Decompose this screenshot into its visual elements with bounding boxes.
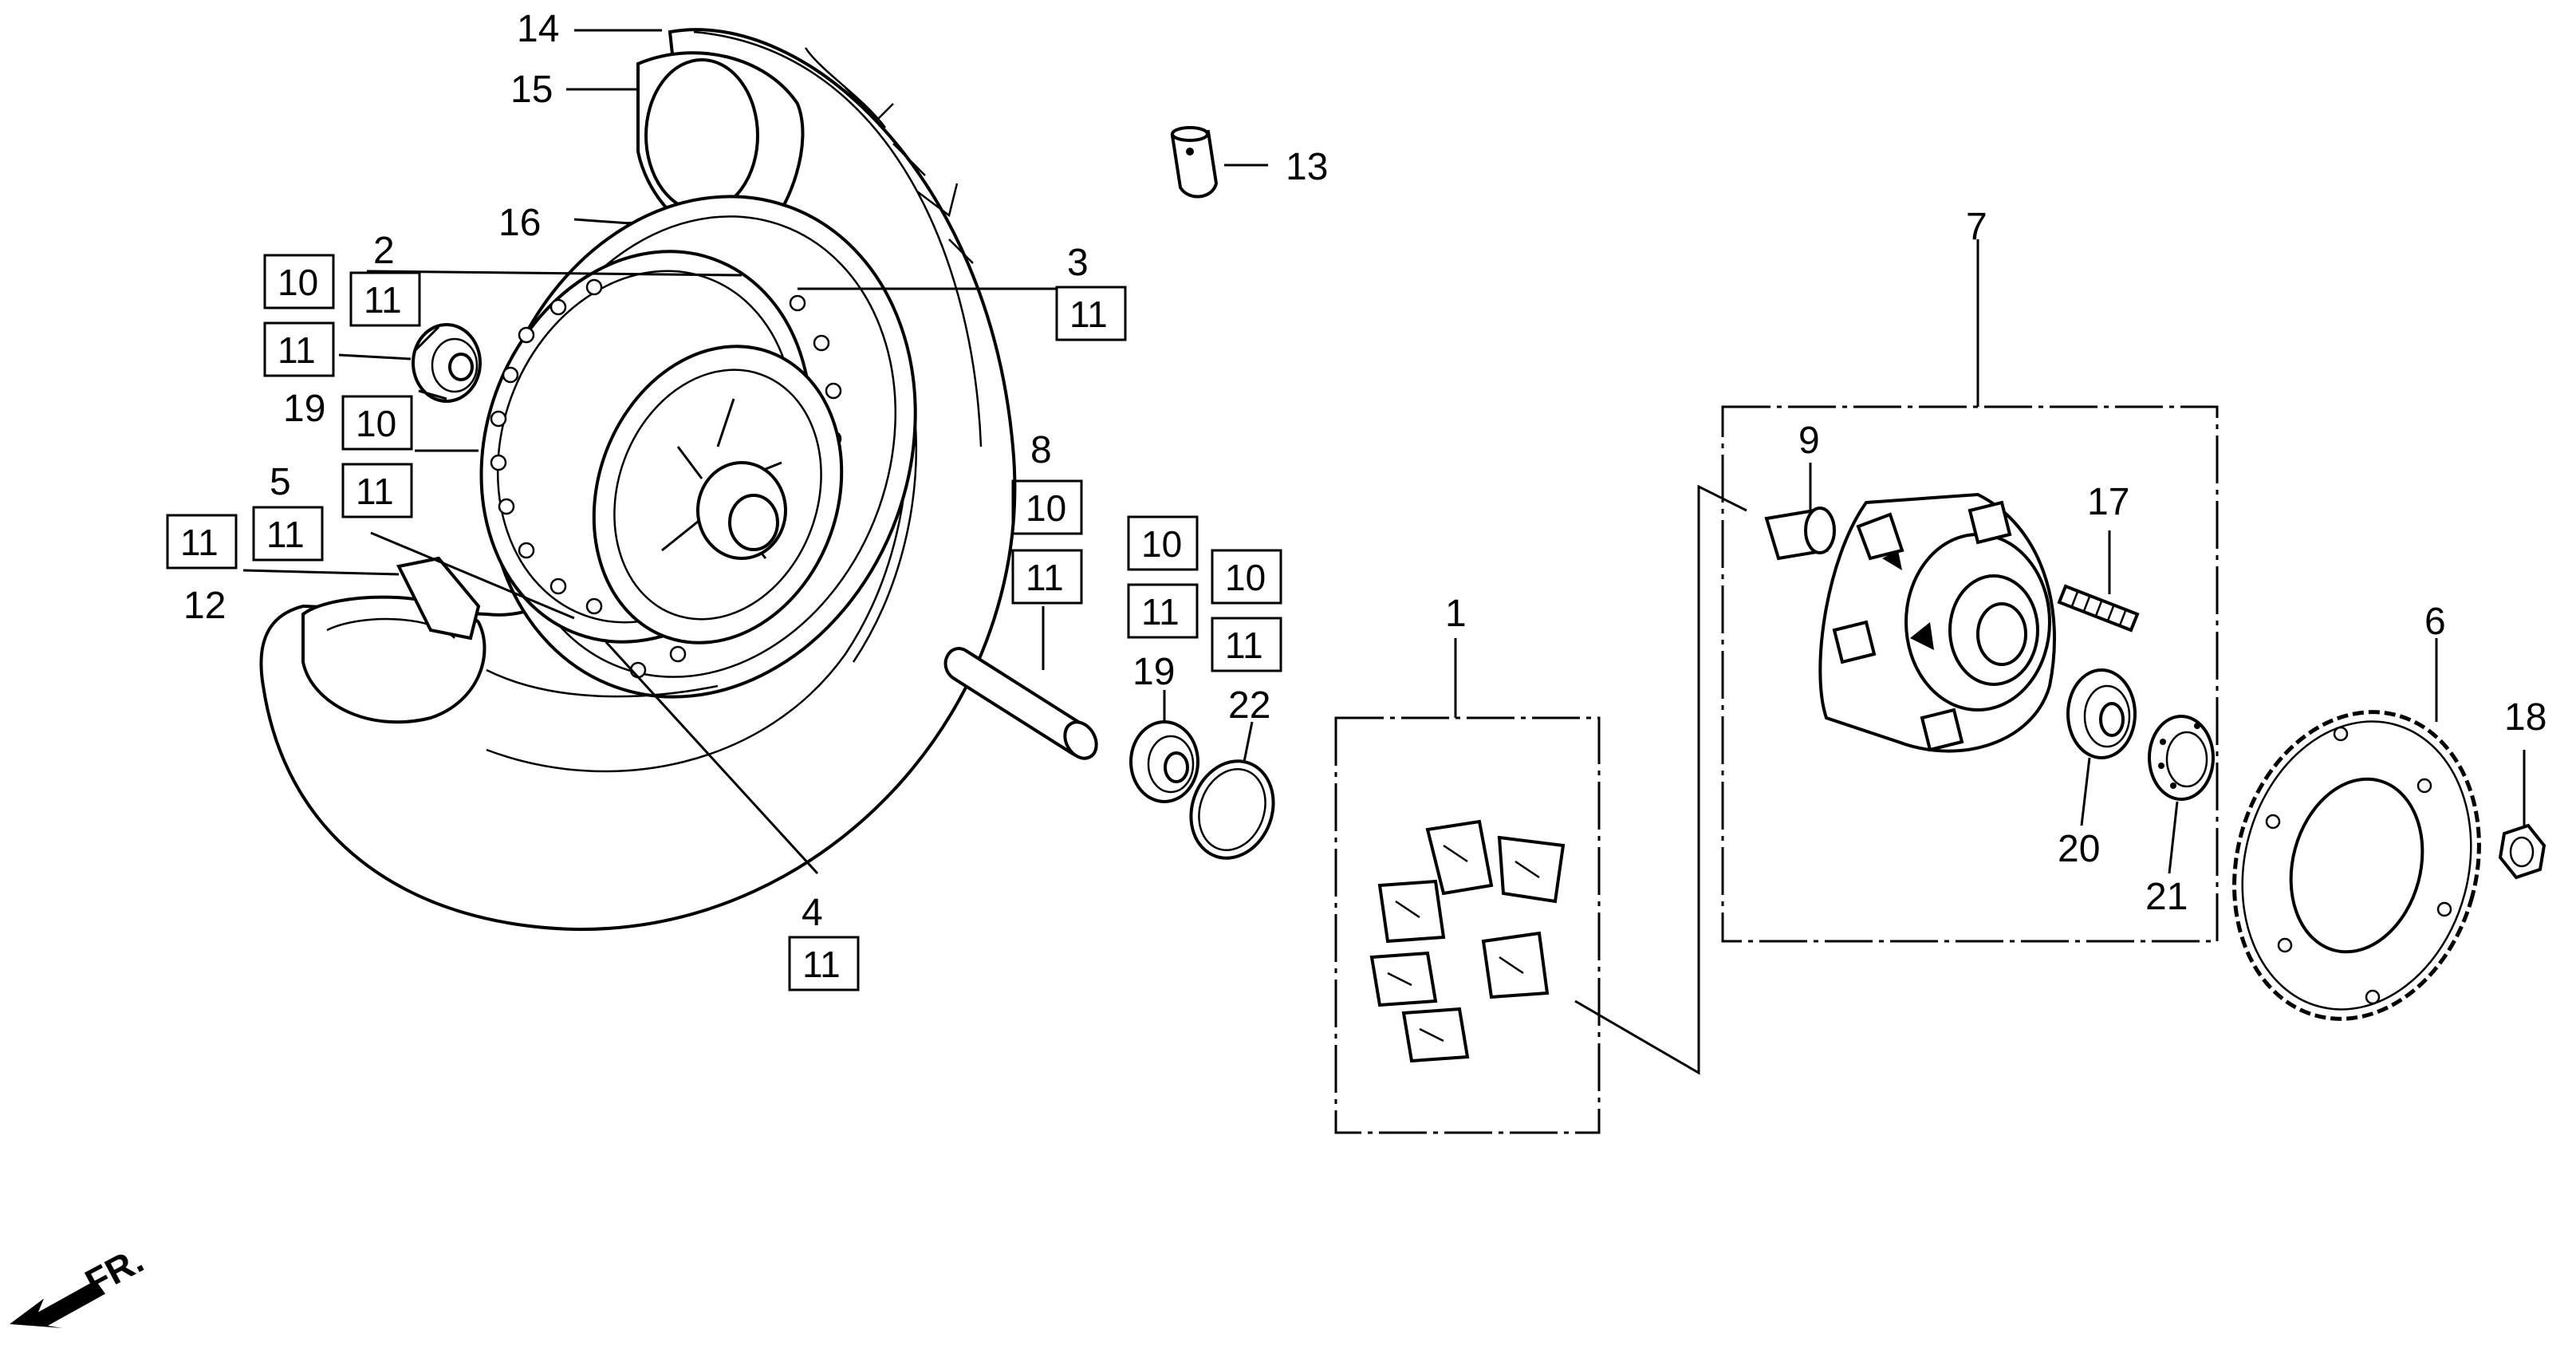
callout-14: 14: [517, 8, 559, 50]
boxed-label-10: 10: [1141, 523, 1182, 565]
boxed-label-11: 11: [1069, 294, 1108, 335]
callout-19-left: 19: [283, 388, 325, 430]
collar-8: [943, 647, 1098, 760]
callout-7: 7: [1966, 206, 1987, 248]
damper-box: [1334, 484, 1747, 1134]
boxed-label-11: 11: [356, 471, 394, 512]
valve-cap-13: [1170, 126, 1219, 199]
front-arrow-icon: [10, 1280, 105, 1328]
callout-16: 16: [498, 202, 541, 244]
callout-3: 3: [1067, 242, 1089, 284]
callout-12: 12: [183, 585, 226, 627]
callout-numbers: 14 15 16 2 3 19 5 12 4 13 8 19 22 1 7 9 …: [183, 8, 2546, 934]
boxed-label-11: 11: [266, 514, 305, 555]
callout-22: 22: [1228, 684, 1270, 727]
callout-18: 18: [2504, 696, 2546, 739]
callout-19-right: 19: [1132, 651, 1175, 693]
rubber-dampers: [1369, 819, 1566, 1063]
o-ring-22: [1189, 759, 1275, 860]
callout-4: 4: [802, 892, 823, 934]
callout-5: 5: [270, 461, 291, 503]
final-driven-flange: [1818, 492, 2056, 753]
boxed-label-10: 10: [1026, 487, 1066, 529]
leader-lines: [242, 29, 2526, 875]
boxed-label-10: 10: [278, 262, 318, 303]
boxed-label-11: 11: [802, 944, 841, 985]
callout-8: 8: [1030, 429, 1052, 471]
bearing-20: [2066, 668, 2137, 759]
collar-9: [1764, 507, 1836, 561]
callout-15: 15: [510, 69, 553, 111]
stud-17: [2057, 584, 2140, 633]
callout-13: 13: [1286, 146, 1328, 188]
boxed-label-10: 10: [356, 403, 396, 444]
callout-9: 9: [1798, 420, 1820, 462]
callout-6: 6: [2424, 601, 2446, 643]
bearing-19-right: [1129, 720, 1199, 803]
boxed-label-11: 11: [1141, 591, 1180, 633]
front-direction-indicator: FR.: [10, 1239, 150, 1328]
callout-17: 17: [2087, 481, 2129, 523]
boxed-label-11: 11: [278, 329, 316, 371]
boxed-labels: 10 11 11 10 11 11 11 11 11 10 11 10 11 1…: [166, 254, 1282, 991]
boxed-label-11: 11: [1026, 557, 1064, 598]
callout-1: 1: [1445, 593, 1467, 635]
boxed-label-11: 11: [364, 279, 402, 321]
boxed-label-10: 10: [1225, 557, 1266, 598]
bearing-19-left: [412, 323, 482, 403]
nut-18: [2498, 823, 2546, 880]
oil-seal-21: [2148, 715, 2215, 801]
driven-sprocket-6: [2232, 710, 2481, 1021]
hub-box: [1721, 405, 2219, 943]
wheel-tire-assembly: [259, 28, 1017, 932]
boxed-label-11: 11: [1225, 625, 1263, 666]
callout-21: 21: [2145, 876, 2188, 918]
boxed-label-11: 11: [180, 522, 219, 563]
callout-2: 2: [373, 230, 395, 272]
callout-20: 20: [2058, 828, 2100, 870]
